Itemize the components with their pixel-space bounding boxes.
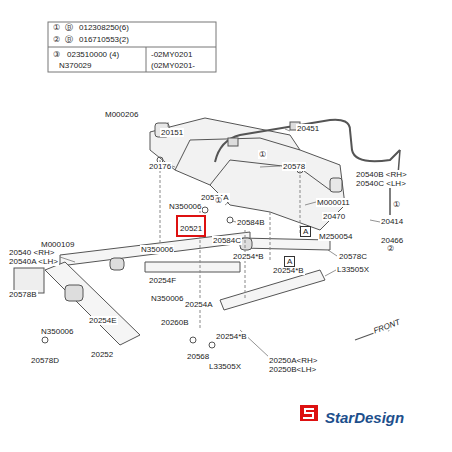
callout-number: 023510000 (4) (66, 50, 120, 59)
part-number: 20521 (180, 224, 202, 233)
callout-number: ② (386, 244, 395, 253)
callout-number: ② (52, 35, 61, 44)
highlight-box: 20521 (176, 215, 206, 237)
callout-number: 20260B (160, 318, 190, 327)
callout-number: ③ (52, 50, 61, 59)
callout-number: ① (214, 196, 223, 205)
callout-number: 20414 (380, 217, 404, 226)
watermark: StarDesign (324, 410, 405, 426)
callout-number: 20151 (160, 128, 184, 137)
callout-number: N370029 (58, 61, 92, 70)
callout-number: L33505X (336, 265, 370, 274)
front-arrow-label: FRONT (371, 317, 402, 336)
callout-number: 20578D (30, 356, 60, 365)
callout-number: 20250B<LH> (268, 365, 317, 374)
callout-number: 20540C <LH> (355, 179, 407, 188)
callout-number: 20254*B (215, 332, 248, 341)
callout-number: 20254F (148, 276, 177, 285)
callout-number: N350006 (150, 294, 184, 303)
callout-number: ① (52, 23, 61, 32)
callout-number: 012308250(6) (78, 23, 130, 32)
callout-number: 20254*B (272, 266, 305, 275)
callout-number: N350006 (140, 245, 174, 254)
callout-number: M000109 (40, 240, 75, 249)
callout-number: 20540A <LH> (8, 257, 59, 266)
callout-number: Ⓑ (64, 35, 74, 44)
callout-number: ① (392, 200, 401, 209)
callout-number: A (300, 226, 311, 237)
callout-number: Ⓑ (64, 23, 74, 32)
callout-number: 20584C (212, 236, 242, 245)
callout-number: A (284, 256, 295, 267)
callout-number: M000011 (316, 198, 351, 207)
callout-number: (02MY0201- (150, 61, 196, 70)
callout-number: 20584B (236, 218, 266, 227)
callout-number: 20176 (148, 162, 172, 171)
callout-number: -02MY0201 (150, 50, 193, 59)
callout-number: M250054 (318, 232, 353, 241)
callout-number: 20252 (90, 350, 114, 359)
callout-number: 20254A (184, 300, 214, 309)
callout-number: 20254E (88, 316, 118, 325)
callout-number: 016710553(2) (78, 35, 130, 44)
callout-number: 20578B (8, 290, 38, 299)
callout-number: 20470 (322, 212, 346, 221)
callout-number: 20578C (338, 252, 368, 261)
callout-number: 20540 <RH> (8, 248, 55, 257)
callout-number: 20578 (282, 162, 306, 171)
callout-number: N350006 (40, 327, 74, 336)
callout-number: 20250A<RH> (268, 356, 318, 365)
callout-number: 20254*B (232, 252, 265, 261)
callout-number: M000206 (104, 110, 139, 119)
callout-number: L33505X (208, 362, 242, 371)
callout-number: 20540B <RH> (355, 170, 408, 179)
callout-number: 20451 (296, 124, 320, 133)
callout-number: 20568 (186, 352, 210, 361)
callout-number: N350006 (168, 202, 202, 211)
callout-number: ① (258, 150, 267, 159)
